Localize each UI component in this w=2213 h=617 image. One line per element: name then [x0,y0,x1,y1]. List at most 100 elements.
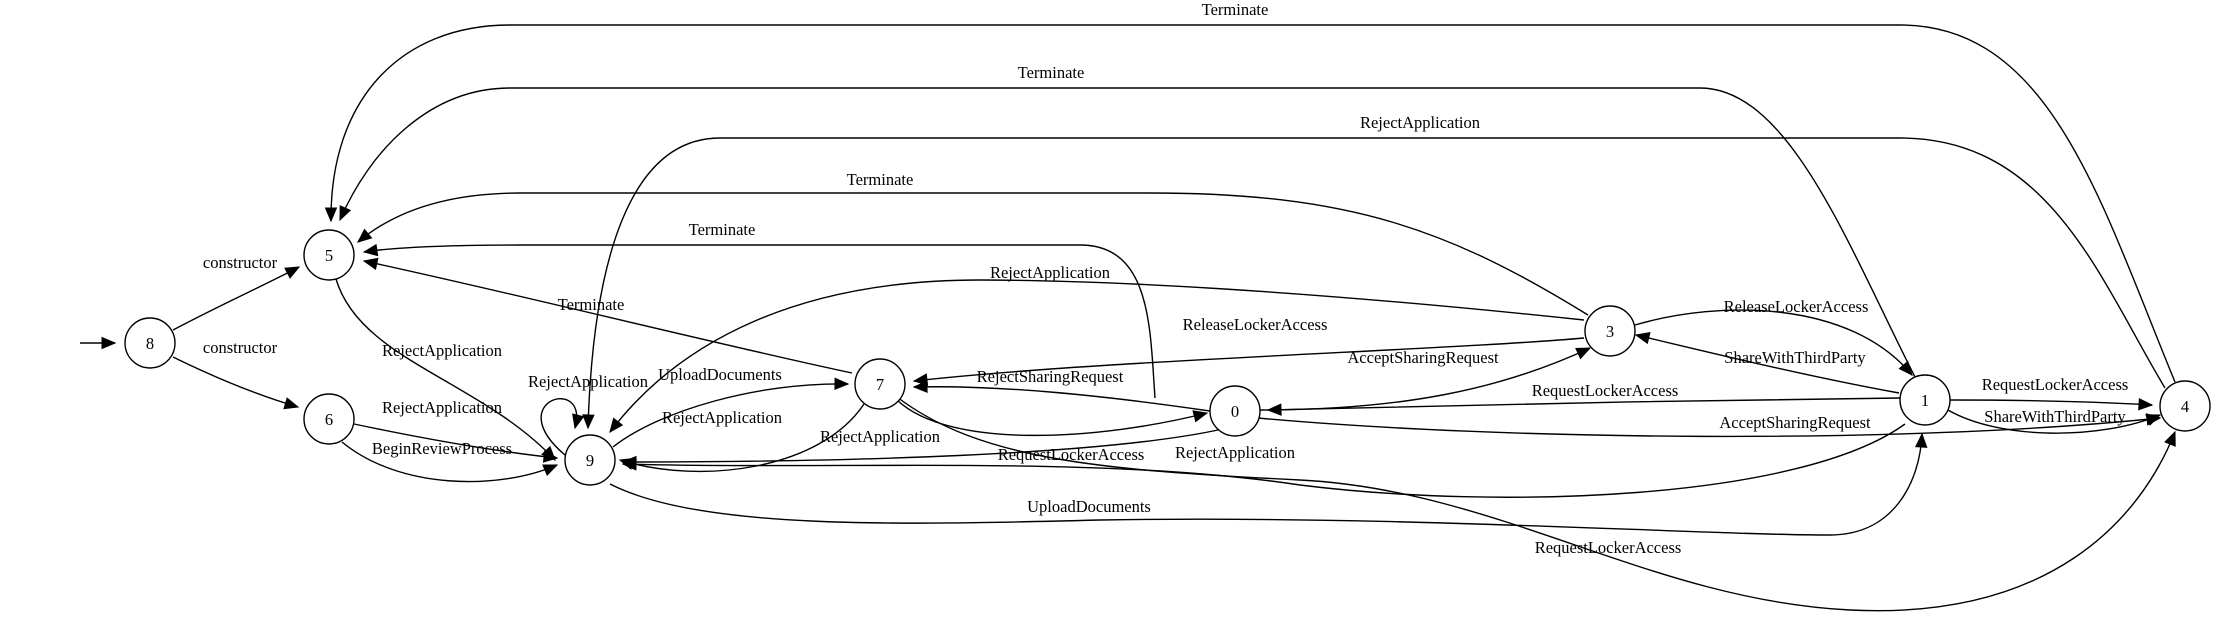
arrowhead-icon [621,458,637,471]
arrowhead-icon [582,414,595,430]
edge-label: Terminate [1018,63,1085,82]
edge-9-7 [612,377,850,448]
edge-line [363,244,1156,399]
state-node-6: 6 [303,393,355,445]
edge-label: RequestLockerAccess [1982,375,2129,394]
arrowhead-icon [362,257,379,270]
edge-label: RequestLockerAccess [998,445,1145,464]
arrowhead-icon [1634,332,1651,345]
edge-line [172,356,299,408]
arrowhead-icon [324,207,338,223]
edge-5-9 [335,278,556,461]
state-label: 1 [1921,391,1929,410]
arrowhead-icon [572,413,585,430]
state-circle [2159,380,2211,432]
edge-line [357,192,1589,316]
edge-line [609,433,1923,536]
arrowhead-icon [284,266,301,279]
edge-label: Terminate [558,295,625,314]
edge-line [587,137,2166,429]
edge-line [622,423,1906,498]
edge-line [896,399,1208,437]
edge-1-3 [1634,332,1900,394]
arrowhead-icon [542,464,559,477]
state-node-7: 7 [854,358,906,410]
state-circle [124,317,176,369]
edge-line [913,337,1585,382]
edge-4-5 [324,24,2176,383]
state-node-0: 0 [1209,385,1261,437]
state-circle [854,358,906,410]
edge-label: RejectApplication [528,372,648,391]
state-circle [303,229,355,281]
edge-1-5 [339,87,1916,378]
state-node-8: 8 [124,317,176,369]
edge-label: RejectApplication [1175,443,1295,462]
edge-0-4 [1257,413,2162,438]
edge-line [612,383,849,448]
edge-line [622,429,1219,463]
state-node-1: 1 [1899,374,1951,426]
arrowhead-icon [1192,410,1209,423]
edge-label: RequestLockerAccess [1532,381,1679,400]
arrowhead-icon [1575,347,1592,360]
state-label: 3 [1606,322,1614,341]
edge-line [1634,309,1913,376]
state-label: 0 [1231,402,1239,421]
edge-start-8 [80,336,117,350]
state-label: 4 [2181,397,2189,416]
edge-line [1257,417,2161,438]
edge-label: RejectApplication [662,408,782,427]
edge-6-9b [341,441,559,483]
edge-4-9 [582,137,2166,430]
edge-3-5 [357,192,1589,316]
arrowhead-icon [1898,360,1913,376]
state-label: 8 [146,334,154,353]
edge-1-0 [1266,397,1901,416]
edge-line [1947,409,2161,434]
edge-label: RejectSharingRequest [977,367,1124,386]
state-label: 6 [325,410,333,429]
edge-8-6 [172,356,300,410]
edge-7-5 [362,257,853,374]
edge-line [896,396,2176,612]
arrowhead-icon [101,336,117,350]
edge-label: UploadDocuments [1027,497,1151,516]
arrowhead-icon [834,377,850,391]
edge-label: UploadDocuments [658,365,782,384]
arrowhead-icon [357,228,373,243]
edge-1-9 [621,423,1906,498]
edge-3-9 [609,279,1585,434]
edge-1-4 [1949,397,2154,411]
edge-label: AcceptSharingRequest [1347,348,1499,367]
edge-label: constructor [203,338,278,357]
edge-line [353,423,558,459]
arrowhead-icon [2138,397,2154,411]
edge-3-1 [1634,309,1913,376]
state-circle [564,434,616,486]
edge-6-9 [353,423,559,463]
edge-line [330,24,2176,383]
edge-line [913,386,1211,412]
edge-line [172,266,300,331]
edge-label: Terminate [1202,0,1269,19]
edge-9-9 [540,398,585,456]
state-label: 5 [325,246,333,265]
edge-label: ShareWithThirdParty [1724,348,1866,367]
state-label: 7 [876,375,884,394]
edges-layer [80,24,2176,612]
edge-label: ReleaseLockerAccess [1724,297,1869,316]
arrowhead-icon [912,380,928,393]
arrowhead-icon [2164,430,2176,447]
arrowhead-icon [1266,403,1282,416]
arrowhead-icon [2145,413,2162,426]
arrowhead-icon [283,397,300,410]
state-circle [1209,385,1261,437]
edge-label: RejectApplication [990,263,1110,282]
edge-label: RejectApplication [382,341,502,360]
edge-7-0 [896,399,1209,437]
edge-label: ShareWithThirdParty [1984,407,2126,426]
arrowhead-icon [609,417,624,434]
